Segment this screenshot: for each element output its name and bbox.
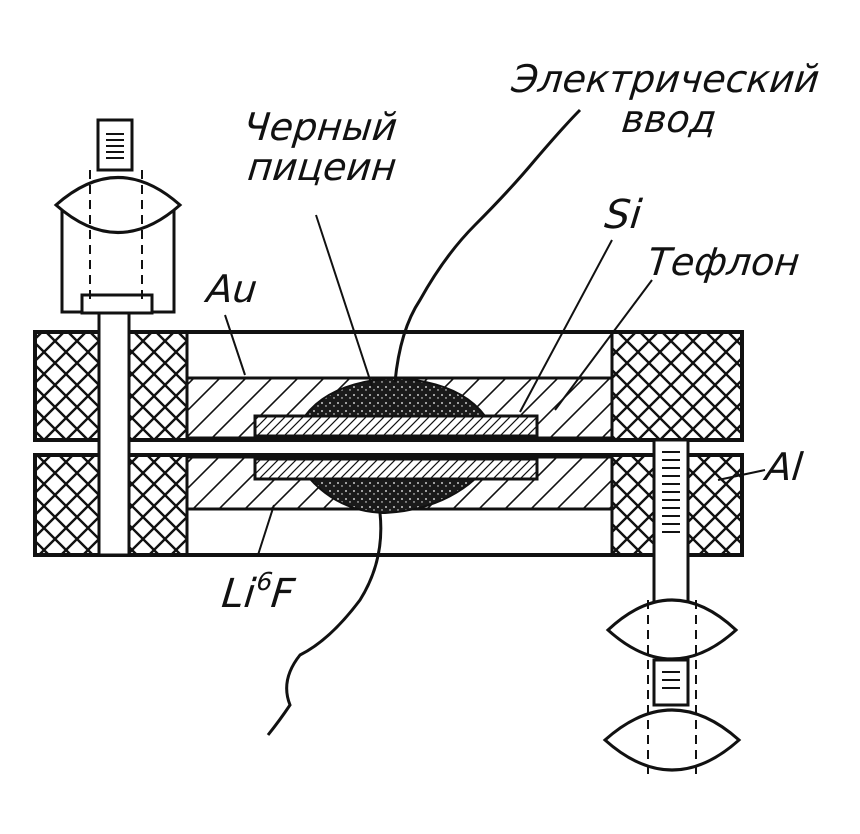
left-bolt-shaft xyxy=(97,311,131,557)
label-black-picein-line1: Черный xyxy=(241,105,400,149)
label-au: Au xyxy=(204,267,260,311)
label-lif-superscript: 6 xyxy=(255,567,275,596)
leader-black-picein xyxy=(315,214,373,387)
leader-teflon xyxy=(554,279,653,411)
lower-plate xyxy=(33,453,744,557)
electrical-lead-upper-wire xyxy=(393,108,582,383)
label-electrical-lead-line1: Электрический xyxy=(509,57,822,101)
label-lif: Li6F xyxy=(219,567,297,617)
upper-right-block xyxy=(612,334,740,438)
leader-si xyxy=(519,239,613,413)
leader-lif xyxy=(257,504,275,556)
label-si: Si xyxy=(602,192,644,238)
label-teflon: Тефлон xyxy=(645,240,802,284)
leader-al xyxy=(717,469,766,481)
label-lif-tail: F xyxy=(268,571,297,617)
label-al: Al xyxy=(763,445,805,489)
right-bolt-nut-upper xyxy=(605,598,739,661)
upper-plate-outline xyxy=(33,330,744,442)
label-electrical-lead-line2: ввод xyxy=(619,97,719,141)
left-bolt-nut-cap xyxy=(53,176,183,234)
lower-picein-blob xyxy=(307,478,478,515)
upper-plate xyxy=(33,330,744,442)
label-black-picein-line2: пицеин xyxy=(245,145,399,189)
right-bolt-shaft xyxy=(652,438,690,612)
left-bolt xyxy=(53,118,183,557)
electrical-lead-lower-wire xyxy=(266,512,383,736)
right-bolt-nut-lower xyxy=(602,708,742,772)
right-bolt-spacer xyxy=(652,658,690,707)
leader-au xyxy=(224,314,246,376)
label-lif-base: Li xyxy=(219,571,258,617)
lower-plate-outline xyxy=(33,453,744,557)
right-bolt xyxy=(602,438,742,780)
